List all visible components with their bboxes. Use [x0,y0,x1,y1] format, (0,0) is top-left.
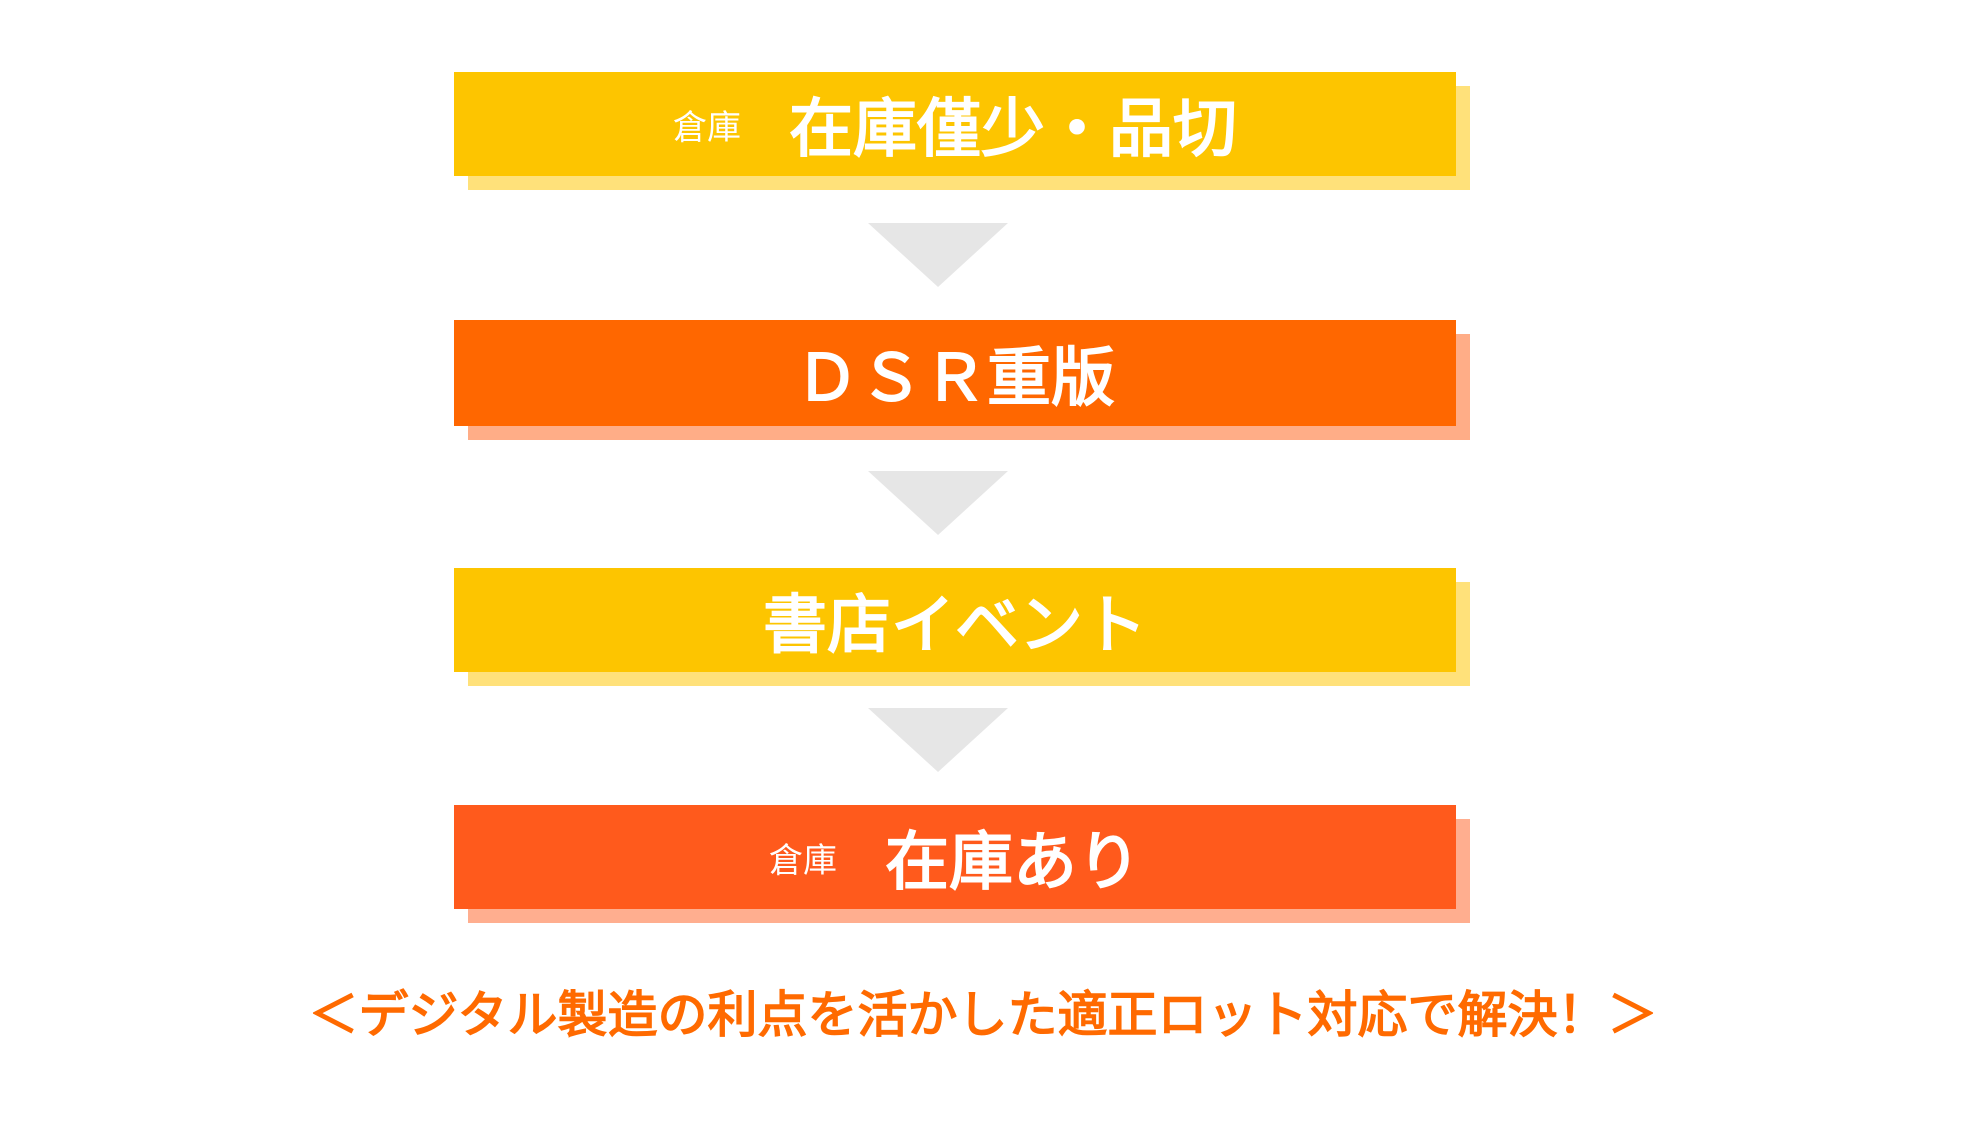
step-box: 書店イベント [454,568,1456,672]
step-box: 倉庫 在庫僅少・品切 [454,72,1456,176]
step-box: ＤＳＲ重版 [454,320,1456,426]
step-prefix: 倉庫 [673,107,741,148]
step-label: ＤＳＲ重版 [795,342,1115,416]
down-arrow-icon [868,223,1008,287]
step-label: 書店イベント [763,589,1147,663]
step-bookstore-event: 書店イベント [454,568,1470,686]
step-box: 倉庫 在庫あり [454,805,1456,909]
footer-caption: ＜デジタル製造の利点を活かした適正ロット対応で解決！＞ [308,986,1658,1044]
step-in-stock: 倉庫 在庫あり [454,805,1470,923]
step-prefix: 倉庫 [769,840,837,881]
down-arrow-icon [868,471,1008,535]
step-stock-low: 倉庫 在庫僅少・品切 [454,72,1470,190]
step-label: 在庫あり [885,826,1141,900]
step-dsr-reprint: ＤＳＲ重版 [454,320,1470,440]
step-label: 在庫僅少・品切 [789,93,1237,167]
down-arrow-icon [868,708,1008,772]
